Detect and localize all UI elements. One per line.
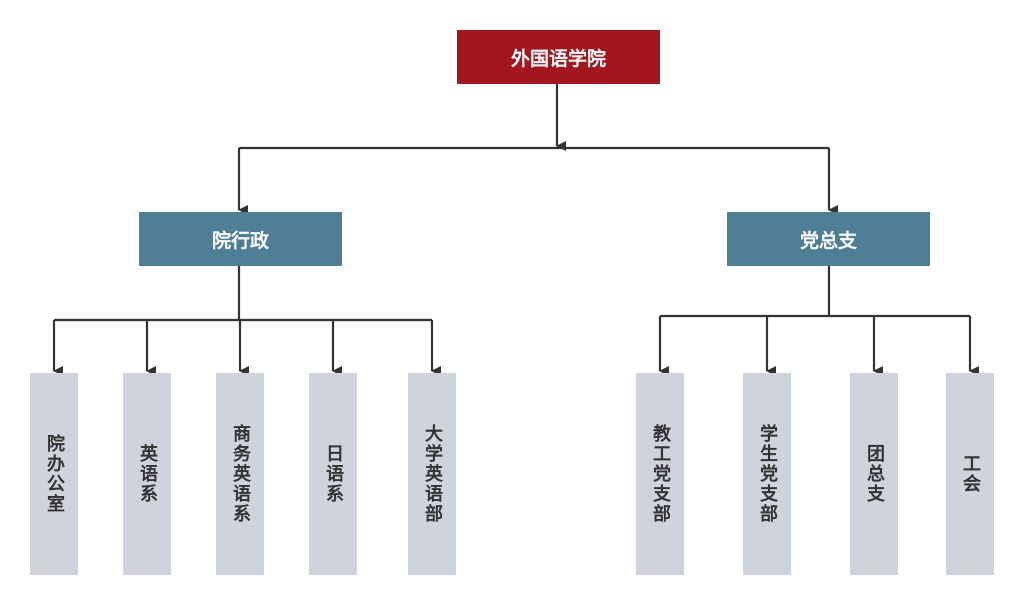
leaf-node-label: 院办公室 [44,434,65,514]
leaf-node: 院办公室 [30,373,78,575]
leaf-node-label: 英语系 [137,444,158,504]
leaf-node-label: 工会 [960,454,981,494]
leaf-node: 学生党支部 [743,373,791,575]
leaf-node-label: 学生党支部 [757,424,778,524]
branch-node-label: 院行政 [211,229,269,252]
branch-node-label: 党总支 [799,229,857,252]
leaf-node-label: 日语系 [323,444,344,504]
leaf-node-label: 团总支 [864,444,885,504]
leaf-node-label: 商务英语系 [230,424,251,524]
leaf-node: 教工党支部 [636,373,684,575]
leaf-node-label: 教工党支部 [650,424,671,524]
leaf-node: 大学英语部 [408,373,456,575]
root-node: 外国语学院 [457,30,660,84]
leaf-node-label: 大学英语部 [422,424,443,524]
branch-node-party: 党总支 [727,212,930,266]
leaf-node: 商务英语系 [216,373,264,575]
leaf-node: 日语系 [309,373,357,575]
branch-node-admin: 院行政 [139,212,342,266]
leaf-node: 英语系 [123,373,171,575]
leaf-node: 工会 [946,373,994,575]
leaf-node: 团总支 [850,373,898,575]
root-node-label: 外国语学院 [510,47,606,70]
